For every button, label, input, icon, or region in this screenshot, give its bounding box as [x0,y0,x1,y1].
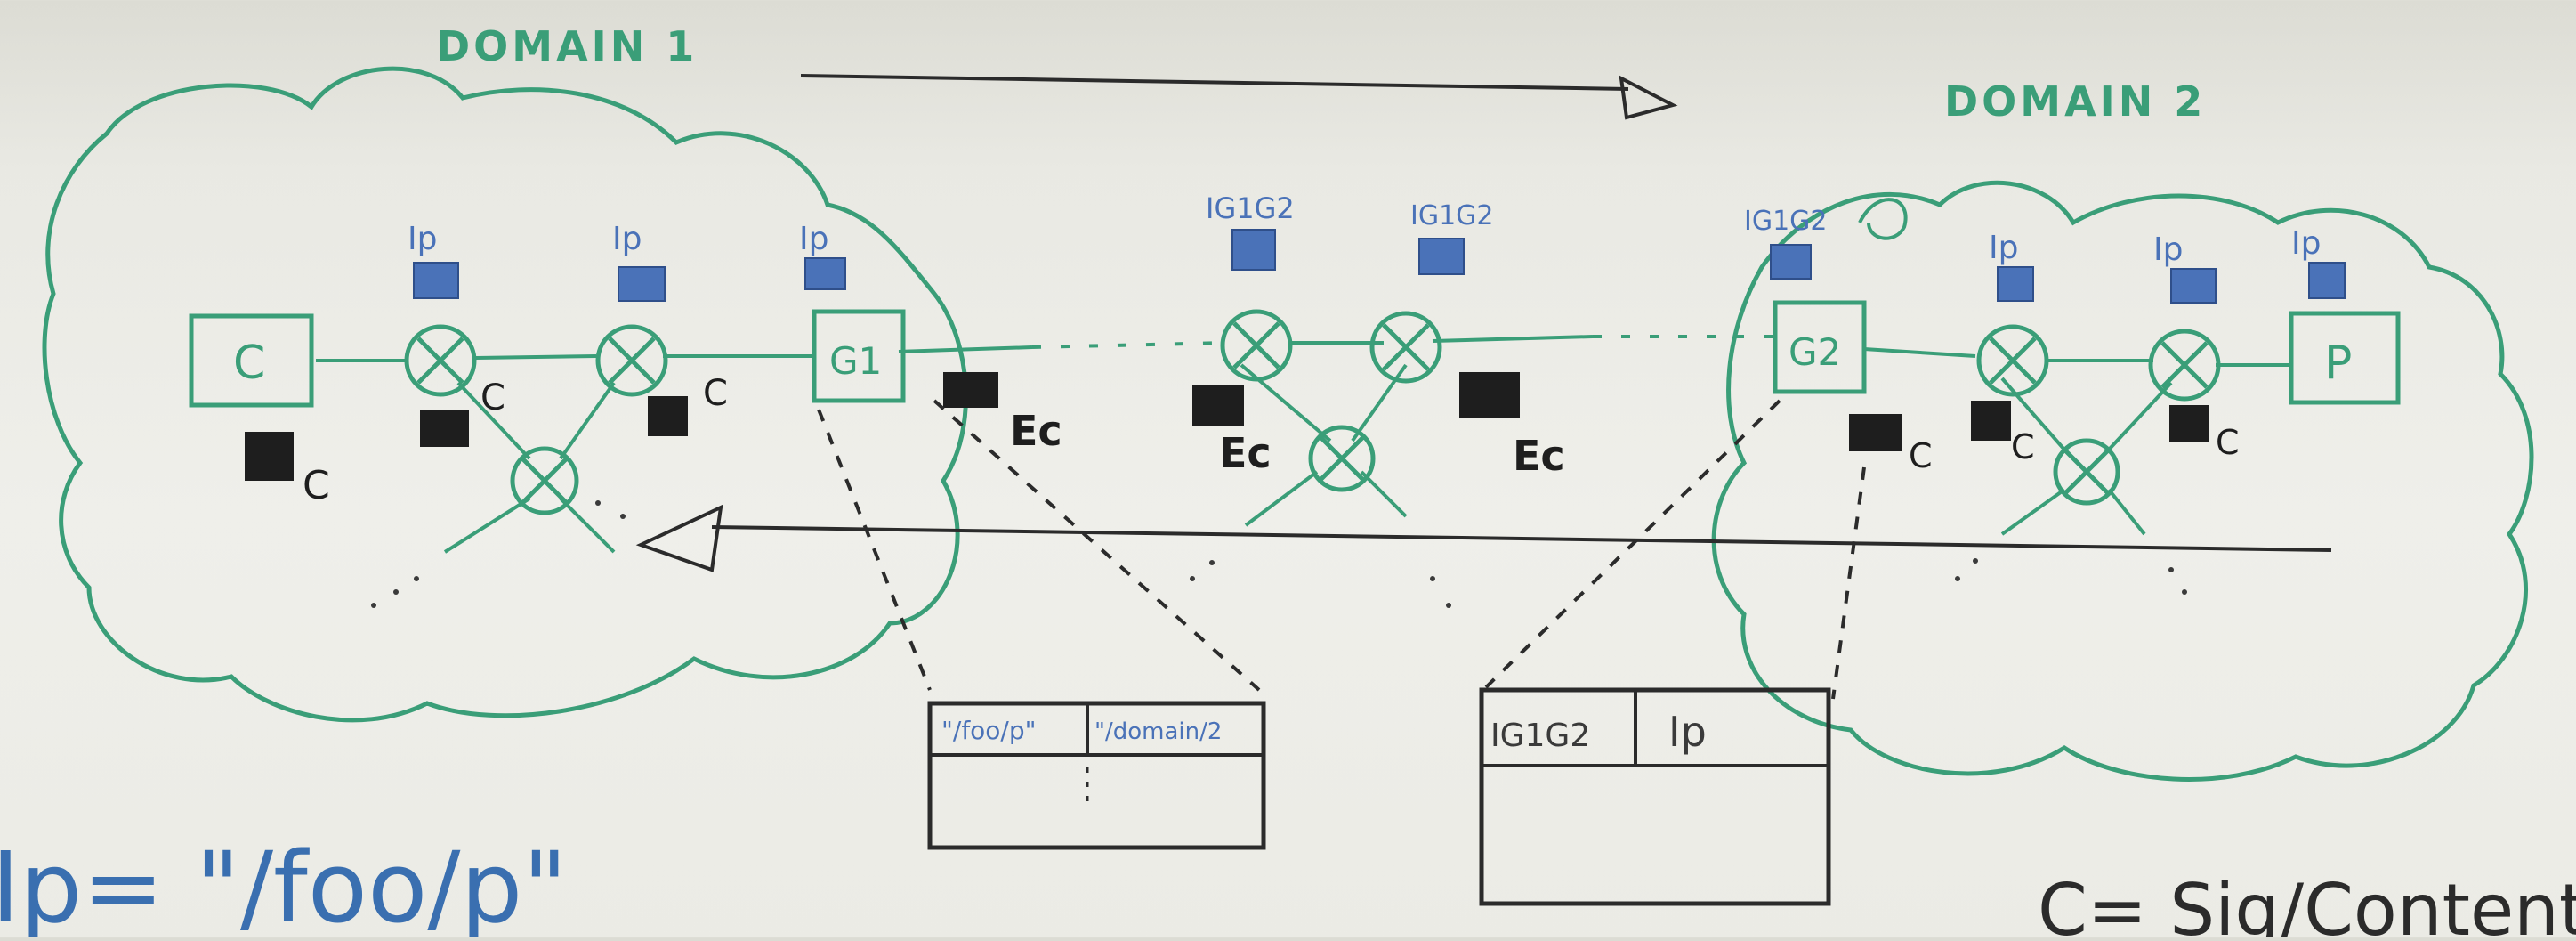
content-squares [245,372,2209,481]
packet-left: "/foo/p" "/domain/2 [927,701,1266,850]
router-icon [510,446,579,515]
ip-label: Ip [1989,230,2018,266]
network-links [316,335,2291,554]
ec-label: Ec [1513,432,1565,480]
ip-label: Ip [2291,225,2321,262]
content-square [1192,385,1244,426]
c-label: C [2011,427,2035,466]
arrow-right-line [800,74,1629,91]
router-icon [2053,438,2120,506]
domain2-cloud-curl [1858,198,1908,240]
interest-square [618,266,666,302]
content-labels: C C C Ec Ec Ec C C C [303,373,2240,508]
domain2-cloud [1711,180,2534,782]
callout-lines [817,399,1866,700]
router-icon [595,324,668,397]
interest-labels: Ip Ip Ip IG1G2 IG1G2 IG1G2 Ip Ip Ip [408,191,2321,268]
ip-label: Ip [799,221,828,257]
arrow-left-head-icon [635,504,723,572]
ip-label: Ip [612,221,642,257]
ig1g2-label: IG1G2 [1206,191,1295,225]
c-label: C [303,463,330,508]
ip-label: Ip [408,221,437,257]
content-square [245,432,294,481]
gateway2-node [1773,300,1867,394]
ec-label: Ec [1010,407,1062,455]
routers [404,309,2221,515]
c-label: C [703,373,728,414]
arrow-left-line [711,525,2332,552]
packet-left-route-field: "/domain/2 [1094,718,1222,745]
c-label: C [1909,436,1933,475]
interest-square [1231,229,1276,271]
packet-right: IG1G2 Ip [1479,687,1831,906]
gateway1-node [812,309,906,403]
ip-label: Ip [2153,231,2183,268]
packet-left-name-field: "/foo/p" [941,716,1037,745]
domain1-cloud [42,66,968,723]
arrow-right-head-icon [1619,75,1678,120]
consumer-label: C [233,337,265,390]
c-definition: C= Sig/Content [2038,869,2576,937]
producer-node [2289,311,2401,405]
content-square [1459,372,1520,418]
content-square [1971,401,2011,441]
interest-square [1418,238,1465,275]
gateway1-label: G1 [829,339,882,383]
ip-definition: Ip= "/foo/p" [0,831,568,937]
router-icon [404,324,477,397]
content-square [943,372,998,408]
producer-label: P [2324,337,2352,390]
consumer-node [189,313,314,408]
ec-label: Ec [1219,429,1272,477]
router-icon [1369,311,1442,384]
content-square [2169,405,2209,442]
packet-right-gateway-field: IG1G2 [1490,718,1590,754]
domain2-title: DOMAIN 2 [1944,77,2206,126]
dotted-links [371,500,2187,608]
interest-square [1997,266,2034,302]
interest-square [804,257,846,290]
c-label: C [480,377,505,418]
content-square [648,396,688,436]
router-icon [2148,329,2221,402]
ig1g2-label: IG1G2 [1410,200,1494,231]
ig1g2-label: IG1G2 [1744,206,1828,237]
interest-squares [413,229,2346,304]
router-icon [1976,324,2049,397]
router-icon [1308,425,1376,492]
content-square [420,410,469,447]
packet-right-interest-field: Ip [1668,708,1707,756]
domain1-title: DOMAIN 1 [436,22,698,70]
interest-square [413,262,459,299]
interest-square [1770,244,1812,280]
interest-square [2308,262,2346,299]
gateway2-label: G2 [1789,330,1841,374]
router-icon [1220,309,1293,382]
c-label: C [2216,423,2240,462]
content-square [1849,414,1902,451]
interest-square [2170,268,2217,304]
